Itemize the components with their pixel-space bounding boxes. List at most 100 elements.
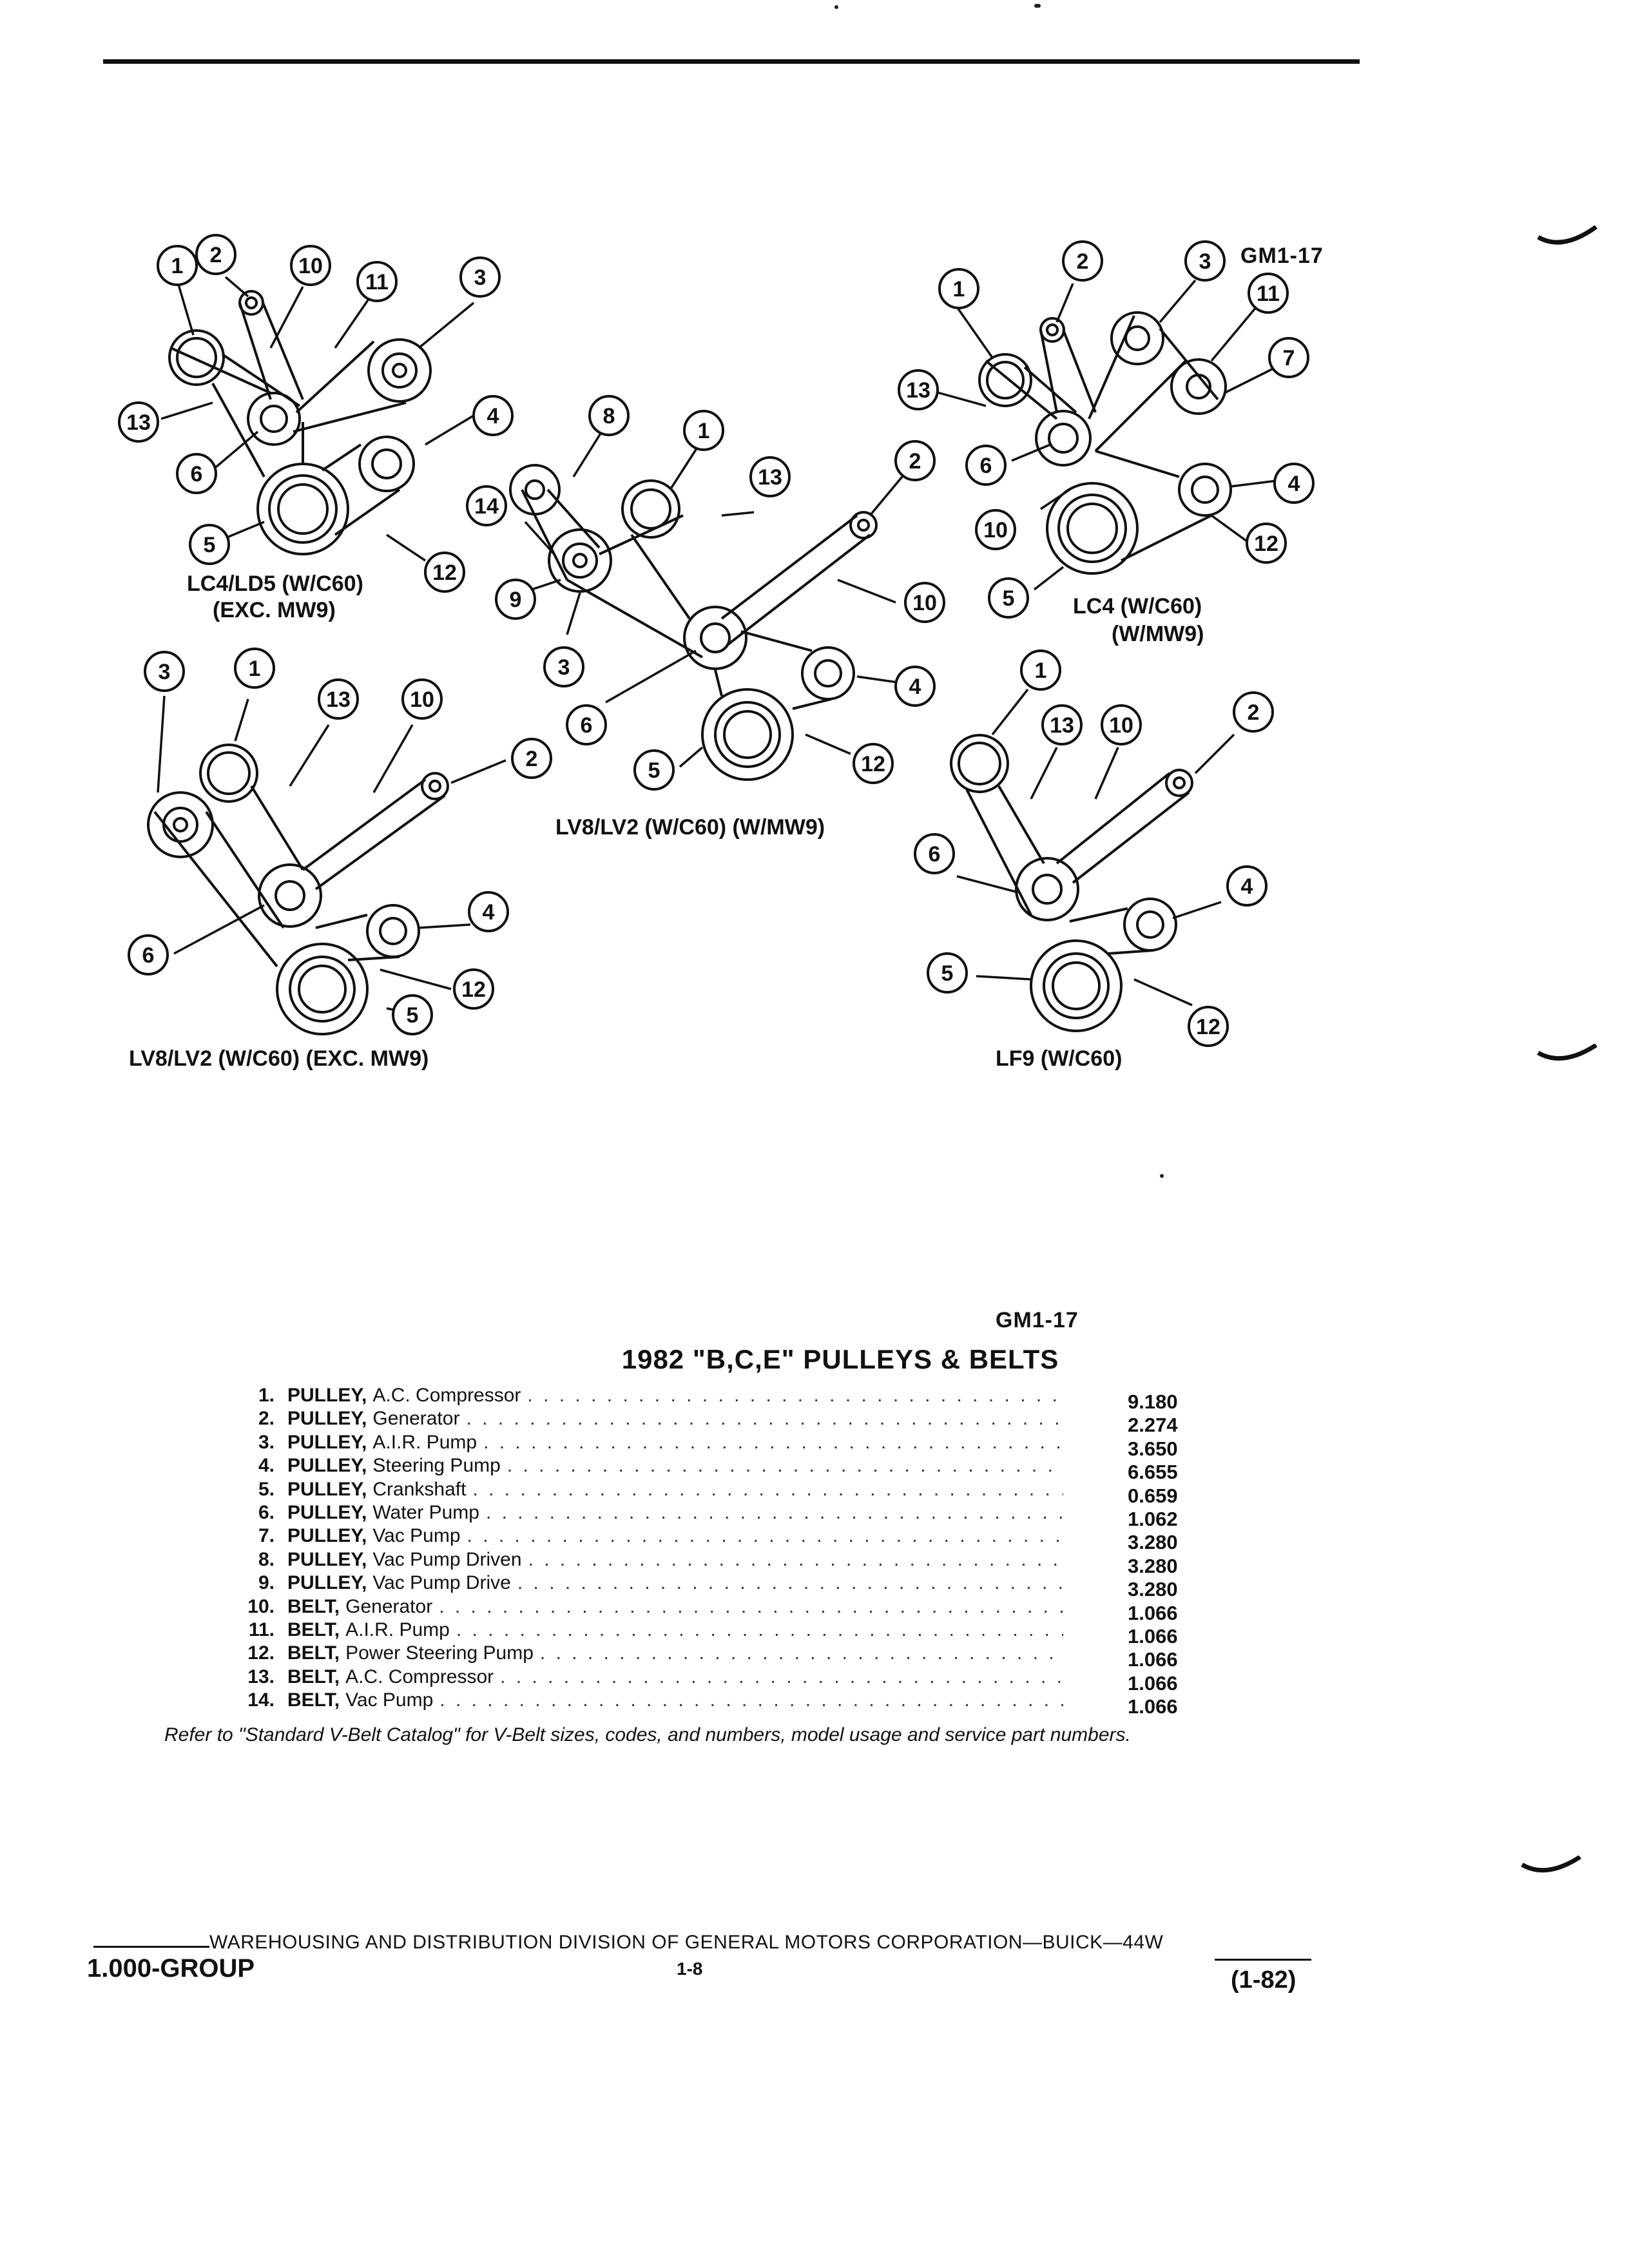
part-kind: PULLEY, bbox=[287, 1525, 367, 1547]
part-kind: PULLEY, bbox=[287, 1478, 367, 1500]
callout-circle bbox=[1101, 704, 1142, 745]
part-value: 3.650 bbox=[1128, 1437, 1178, 1460]
part-kind: BELT, bbox=[287, 1642, 340, 1664]
part-value: 2.274 bbox=[1128, 1414, 1178, 1437]
callout-number: 11 bbox=[1257, 282, 1280, 306]
part-description: Power Steering Pump bbox=[345, 1642, 534, 1664]
callout-number: 1 bbox=[1035, 658, 1047, 683]
callout-circle bbox=[1226, 865, 1268, 907]
callout-number: 2 bbox=[909, 449, 921, 474]
callout-number: 13 bbox=[126, 410, 151, 435]
callout-circle bbox=[392, 994, 433, 1035]
callout-circle bbox=[894, 440, 936, 481]
page-title: 1982 "B,C,E" PULLEYS & BELTS bbox=[621, 1344, 1059, 1374]
part-kind: BELT, bbox=[287, 1619, 340, 1640]
dot-leader: . . . . . . . . . . . . . . . . . . . . … bbox=[466, 1408, 1063, 1430]
callout-number: 12 bbox=[461, 977, 486, 1002]
callout-circle bbox=[914, 833, 955, 874]
part-number: 9. bbox=[258, 1572, 275, 1594]
part-number: 6. bbox=[258, 1501, 275, 1523]
scan-speck bbox=[1034, 4, 1041, 8]
part-value: 3.280 bbox=[1128, 1578, 1178, 1601]
catalog-note: Refer to "Standard V-Belt Catalog" for V… bbox=[164, 1724, 1131, 1745]
callout-circle bbox=[1233, 691, 1274, 733]
callout-number: 2 bbox=[210, 243, 222, 267]
dot-leader: . . . . . . . . . . . . . . . . . . . . … bbox=[439, 1689, 1063, 1711]
callout-number: 3 bbox=[1199, 249, 1211, 274]
callout-circle bbox=[424, 552, 465, 593]
label-lv8-lv2-w-mw9: LV8/LV2 (W/C60) (W/MW9) bbox=[555, 815, 825, 840]
footer-date: (1-82) bbox=[1231, 1966, 1296, 1994]
label-lc4-ld5-line2: (EXC. MW9) bbox=[213, 598, 336, 622]
part-description: A.C. Compressor bbox=[345, 1666, 494, 1687]
callout-circle bbox=[1248, 273, 1289, 314]
footer-rule-right bbox=[1215, 1959, 1311, 1961]
part-value: 0.659 bbox=[1128, 1484, 1178, 1507]
callout-number: 5 bbox=[204, 533, 216, 557]
callout-number: 5 bbox=[941, 961, 954, 986]
binder-tick-mark bbox=[1537, 226, 1598, 245]
part-row: 7.PULLEY,Vac Pump. . . . . . . . . . . .… bbox=[232, 1524, 1205, 1553]
part-value: 3.280 bbox=[1128, 1531, 1178, 1554]
part-number: 5. bbox=[258, 1478, 275, 1500]
part-value: 6.655 bbox=[1128, 1461, 1178, 1484]
callout-number: 1 bbox=[953, 277, 965, 302]
part-row: 9.PULLEY,Vac Pump Drive. . . . . . . . .… bbox=[232, 1571, 1205, 1600]
part-description: Vac Pump Drive bbox=[372, 1572, 511, 1594]
part-value: 1.062 bbox=[1128, 1507, 1178, 1530]
dot-leader: . . . . . . . . . . . . . . . . . . . . … bbox=[456, 1619, 1063, 1640]
part-row: 6.PULLEY,Water Pump. . . . . . . . . . .… bbox=[232, 1501, 1205, 1530]
callout-circle bbox=[894, 666, 936, 707]
callout-number: 5 bbox=[1003, 586, 1015, 611]
callout-number: 6 bbox=[929, 842, 941, 867]
callout-number: 13 bbox=[1050, 713, 1074, 738]
diagram-lc4-w-mw9 bbox=[978, 311, 1232, 575]
part-description: A.I.R. Pump bbox=[372, 1431, 477, 1453]
callout-circle bbox=[683, 410, 724, 451]
part-kind: BELT, bbox=[287, 1595, 340, 1617]
callout-circle bbox=[853, 743, 894, 784]
callout-number: 10 bbox=[983, 518, 1008, 543]
callout-number: 2 bbox=[526, 747, 538, 771]
callout-number: 8 bbox=[603, 404, 615, 428]
callout-circle bbox=[290, 245, 331, 286]
callout-circle bbox=[468, 891, 509, 932]
callout-circle bbox=[1062, 240, 1103, 282]
label-lc4-ld5-line1: LC4/LD5 (W/C60) bbox=[187, 572, 363, 596]
parts-list: 1.PULLEY,A.C. Compressor. . . . . . . . … bbox=[232, 1384, 1205, 1718]
callout-number: 1 bbox=[171, 254, 184, 278]
part-kind: PULLEY, bbox=[287, 1408, 367, 1430]
scan-speck bbox=[1160, 1174, 1164, 1178]
part-number: 2. bbox=[258, 1408, 275, 1430]
callout-circle bbox=[1246, 523, 1287, 564]
dot-leader: . . . . . . . . . . . . . . . . . . . . … bbox=[539, 1642, 1063, 1664]
dot-leader: . . . . . . . . . . . . . . . . . . . . … bbox=[439, 1595, 1063, 1617]
callout-number: 10 bbox=[1109, 713, 1133, 738]
callout-circle bbox=[965, 445, 1007, 486]
callout-circle bbox=[459, 256, 501, 298]
callout-circle bbox=[157, 245, 198, 286]
callout-circle bbox=[938, 268, 979, 309]
part-description: Steering Pump bbox=[372, 1455, 501, 1477]
callout-circle bbox=[1020, 649, 1061, 691]
callout-number: 5 bbox=[407, 1003, 419, 1028]
callout-circle bbox=[128, 934, 169, 975]
part-number: 14. bbox=[247, 1689, 275, 1711]
callout-circle bbox=[588, 395, 630, 436]
dot-leader: . . . . . . . . . . . . . . . . . . . . … bbox=[506, 1455, 1063, 1477]
part-kind: PULLEY, bbox=[287, 1501, 367, 1523]
callout-number: 6 bbox=[581, 713, 593, 738]
callout-circle bbox=[472, 395, 514, 436]
part-number: 11. bbox=[248, 1619, 275, 1640]
callout-circle bbox=[898, 369, 939, 410]
part-row: 11.BELT,A.I.R. Pump. . . . . . . . . . .… bbox=[232, 1619, 1205, 1648]
dot-leader: . . . . . . . . . . . . . . . . . . . . … bbox=[472, 1478, 1063, 1500]
footer-rule-left bbox=[93, 1946, 209, 1948]
part-number: 10. bbox=[247, 1595, 275, 1617]
part-row: 12.BELT,Power Steering Pump. . . . . . .… bbox=[232, 1642, 1205, 1671]
callout-number: 11 bbox=[365, 270, 389, 294]
callout-number: 3 bbox=[159, 660, 171, 684]
dot-leader: . . . . . . . . . . . . . . . . . . . . … bbox=[528, 1548, 1063, 1570]
part-description: Vac Pump bbox=[345, 1689, 434, 1711]
binder-tick-mark bbox=[1521, 1856, 1581, 1873]
